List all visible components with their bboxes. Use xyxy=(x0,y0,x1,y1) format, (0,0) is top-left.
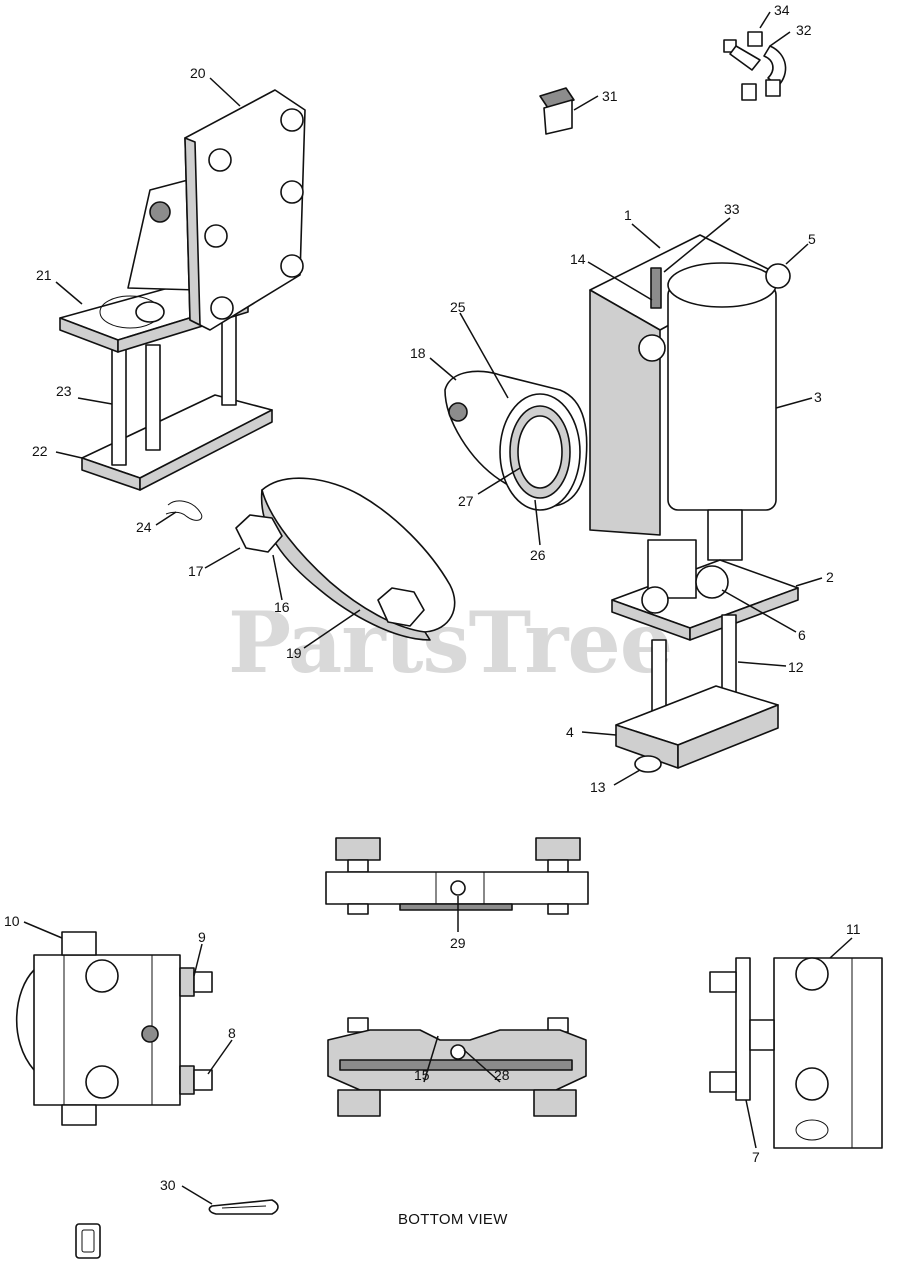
callout-7: 7 xyxy=(752,1149,760,1165)
callout-9: 9 xyxy=(198,929,206,945)
callout-20: 20 xyxy=(190,65,206,81)
callout-13: 13 xyxy=(590,779,606,795)
callout-11: 11 xyxy=(846,921,861,937)
callout-26: 26 xyxy=(530,547,546,563)
bottom-view-caption: BOTTOM VIEW xyxy=(398,1211,508,1228)
callout-25: 25 xyxy=(450,299,466,315)
callout-23: 23 xyxy=(56,383,72,399)
part-box-icon xyxy=(75,1223,101,1259)
top-view-29 xyxy=(325,837,589,915)
callout-33: 33 xyxy=(724,201,740,217)
callout-12: 12 xyxy=(788,659,804,675)
callout-19: 19 xyxy=(286,645,302,661)
cylinder-mount-assembly xyxy=(589,234,799,773)
callout-34: 34 xyxy=(774,2,790,18)
callout-8: 8 xyxy=(228,1025,236,1041)
callout-27: 27 xyxy=(458,493,474,509)
callout-3: 3 xyxy=(814,389,822,405)
callout-6: 6 xyxy=(798,627,806,643)
callout-15: 15 xyxy=(414,1067,430,1083)
callout-17: 17 xyxy=(188,563,204,579)
fittings-32-34 xyxy=(723,31,787,101)
side-view-right xyxy=(709,957,883,1149)
leader-lines xyxy=(23,11,853,1205)
bolt-heads xyxy=(204,108,304,320)
callout-29: 29 xyxy=(450,935,466,951)
callout-32: 32 xyxy=(796,22,812,38)
side-view-left xyxy=(15,931,213,1126)
relay-31 xyxy=(539,87,575,135)
callout-4: 4 xyxy=(566,724,574,740)
callout-30: 30 xyxy=(160,1177,176,1193)
upper-bracket-assembly xyxy=(59,89,306,521)
callout-31: 31 xyxy=(602,88,618,104)
callout-21: 21 xyxy=(36,267,52,283)
callout-labels: 20 21 23 22 24 17 16 19 18 25 27 26 1 14… xyxy=(4,2,861,1193)
callout-28: 28 xyxy=(494,1067,510,1083)
bottom-view xyxy=(327,1017,587,1117)
link-assembly xyxy=(235,477,456,641)
flange-bearing xyxy=(444,370,588,511)
callout-1: 1 xyxy=(624,207,632,223)
callout-2: 2 xyxy=(826,569,834,585)
callout-22: 22 xyxy=(32,443,48,459)
callout-18: 18 xyxy=(410,345,426,361)
part-30 xyxy=(208,1199,279,1215)
callout-16: 16 xyxy=(274,599,290,615)
callout-24: 24 xyxy=(136,519,152,535)
callout-5: 5 xyxy=(808,231,816,247)
callout-10: 10 xyxy=(4,913,20,929)
callout-14: 14 xyxy=(570,251,586,267)
